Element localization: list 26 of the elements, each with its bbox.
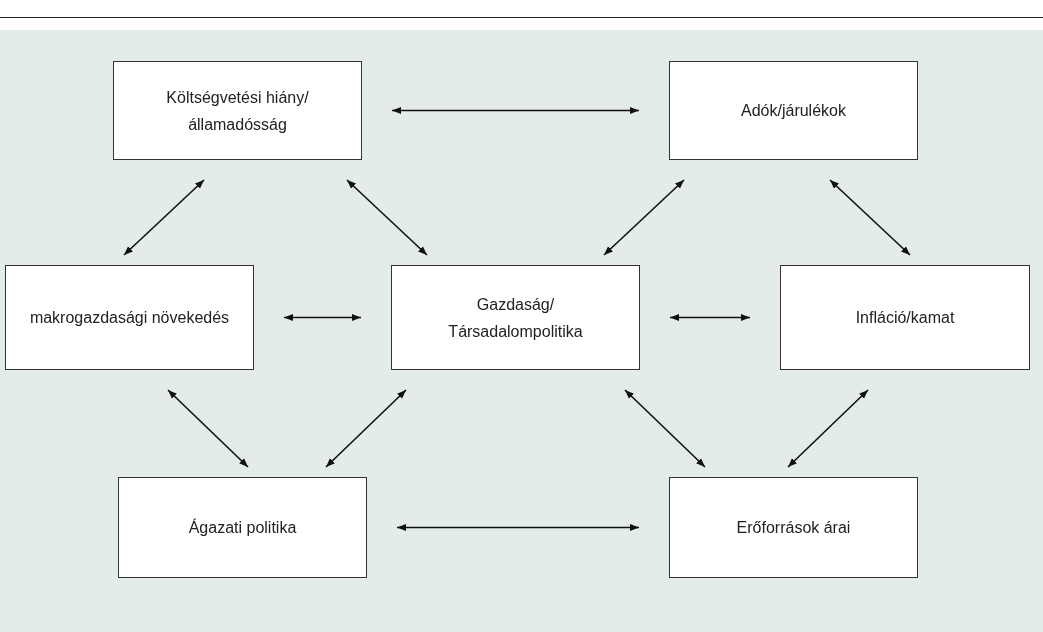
double-arrow bbox=[669, 313, 751, 322]
double-arrow bbox=[603, 179, 685, 256]
concept-box bbox=[118, 477, 367, 578]
concept-box bbox=[669, 477, 918, 578]
concept-box bbox=[5, 265, 254, 370]
box-label: Gazdaság/ Társadalompolitika bbox=[447, 294, 584, 342]
double-arrow bbox=[787, 389, 869, 468]
concept-box bbox=[391, 265, 640, 370]
double-arrow bbox=[123, 179, 205, 256]
double-arrow bbox=[167, 389, 249, 468]
box-label: Ágazati politika bbox=[187, 517, 298, 538]
double-arrow bbox=[829, 179, 911, 256]
box-label: Erőforrások árai bbox=[735, 518, 852, 538]
double-arrow bbox=[396, 523, 640, 532]
box-label: Adók/járulékok bbox=[740, 101, 847, 121]
double-arrow bbox=[624, 389, 706, 468]
concept-box bbox=[113, 61, 362, 160]
concept-box bbox=[669, 61, 918, 160]
double-arrow bbox=[391, 106, 640, 115]
box-label: Költségvetési hiány/ államadósság bbox=[165, 87, 310, 135]
concept-box bbox=[780, 265, 1030, 370]
double-arrow bbox=[325, 389, 407, 468]
box-label: Infláció/kamat bbox=[854, 308, 956, 328]
box-label: makrogazdasági növekedés bbox=[28, 308, 231, 328]
double-arrow bbox=[283, 313, 362, 322]
double-arrow bbox=[346, 179, 428, 256]
